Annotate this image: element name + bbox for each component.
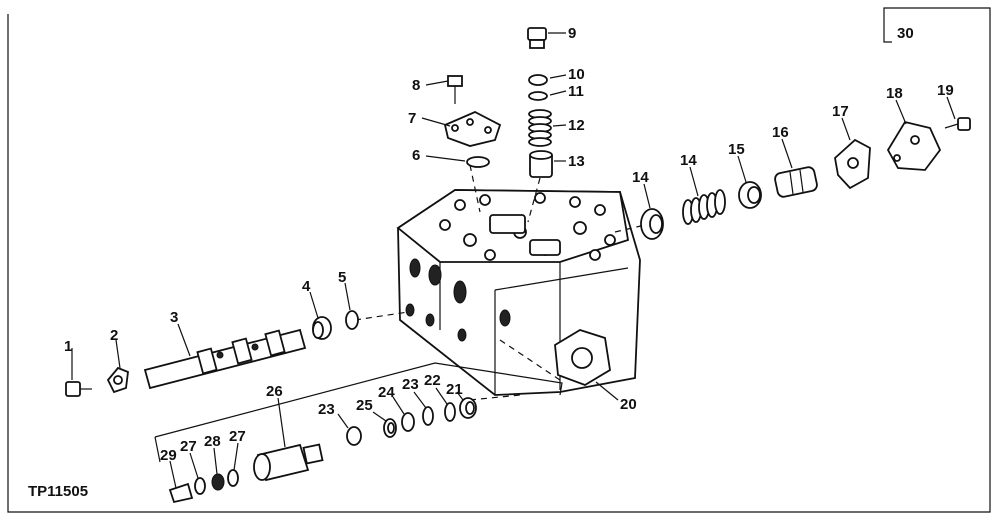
callout-9: 9 — [568, 25, 576, 42]
callout-1: 1 — [64, 338, 72, 355]
part-14-sleeve-left — [640, 208, 664, 240]
callout-8: 8 — [412, 77, 420, 94]
part-8-cap-screw — [447, 75, 463, 104]
callout-6: 6 — [412, 147, 420, 164]
part-7-cover-plate — [443, 111, 502, 147]
part-17-end-cover — [834, 138, 871, 190]
callout-30-assembly: 30 — [897, 25, 914, 42]
callout-18: 18 — [886, 85, 903, 102]
part-6-o-ring — [466, 156, 490, 168]
part-27-o-ring-right — [227, 469, 239, 487]
callout-14-right: 15 — [728, 141, 745, 158]
callout-16: 16 — [772, 124, 789, 141]
explosion-guide-lines — [354, 164, 646, 401]
callout-20: 20 — [620, 396, 637, 413]
part-15-spring — [682, 189, 726, 225]
part-26-relief-valve — [253, 443, 324, 482]
part-20-flange — [554, 329, 611, 386]
part-23-o-ring-upper — [422, 406, 434, 426]
part-3-spool — [143, 328, 307, 390]
callout-2: 2 — [110, 327, 118, 344]
part-18-cap-housing — [886, 120, 942, 171]
part-23-o-ring-lower — [346, 426, 362, 446]
callout-19: 19 — [937, 82, 954, 99]
callout-17: 17 — [832, 103, 849, 120]
callout-7: 7 — [408, 110, 416, 127]
figure-reference-code: TP11505 — [28, 483, 88, 500]
callout-14-left: 14 — [632, 169, 649, 186]
callout-10: 10 — [568, 66, 585, 83]
part-12-spring — [528, 109, 552, 147]
callout-21: 21 — [446, 381, 463, 398]
part-5-o-ring — [345, 310, 359, 330]
callout-29: 29 — [160, 447, 177, 464]
callout-5: 5 — [338, 269, 346, 286]
callout-12: 12 — [568, 117, 585, 134]
callout-28: 28 — [204, 433, 221, 450]
callout-labels: 1 2 3 4 5 6 7 8 9 10 11 12 13 14 14 15 1… — [64, 25, 954, 464]
part-25-washer — [383, 418, 397, 438]
callout-13: 13 — [568, 153, 585, 170]
callout-27-right: 27 — [229, 428, 246, 445]
callout-23-lower: 23 — [318, 401, 335, 418]
callout-23-upper: 23 — [402, 376, 419, 393]
callout-24: 24 — [378, 384, 395, 401]
callout-22: 22 — [424, 372, 441, 389]
leader-lines — [71, 32, 956, 489]
part-28-nut — [211, 473, 225, 491]
callout-4: 4 — [302, 278, 311, 295]
part-9-plug — [527, 27, 547, 49]
part-21-cap — [459, 397, 477, 419]
part-27-o-ring-left — [194, 477, 206, 495]
callout-25: 25 — [356, 397, 373, 414]
part-16-piston — [774, 166, 818, 198]
part-2-flange — [106, 366, 129, 394]
part-19-cap-screw — [944, 117, 971, 131]
part-1-cap-screw — [65, 381, 92, 397]
part-13-poppet — [529, 150, 553, 178]
callout-3: 3 — [170, 309, 178, 326]
housing-ports — [405, 192, 616, 342]
part-22-o-ring — [444, 402, 456, 422]
part-10-washer — [528, 74, 548, 86]
callout-26: 26 — [266, 383, 283, 400]
part-14-sleeve-right — [738, 181, 762, 209]
part-11-o-ring — [528, 91, 548, 101]
assembly-frame — [7, 7, 991, 513]
part-29-cap — [168, 482, 194, 504]
part-24-o-ring — [401, 412, 415, 432]
callout-11: 11 — [568, 83, 584, 100]
callout-15: 14 — [680, 152, 697, 169]
part-4-bushing — [312, 316, 332, 340]
callout-27-left: 27 — [180, 438, 197, 455]
relief-valve-group-bracket — [154, 362, 563, 438]
